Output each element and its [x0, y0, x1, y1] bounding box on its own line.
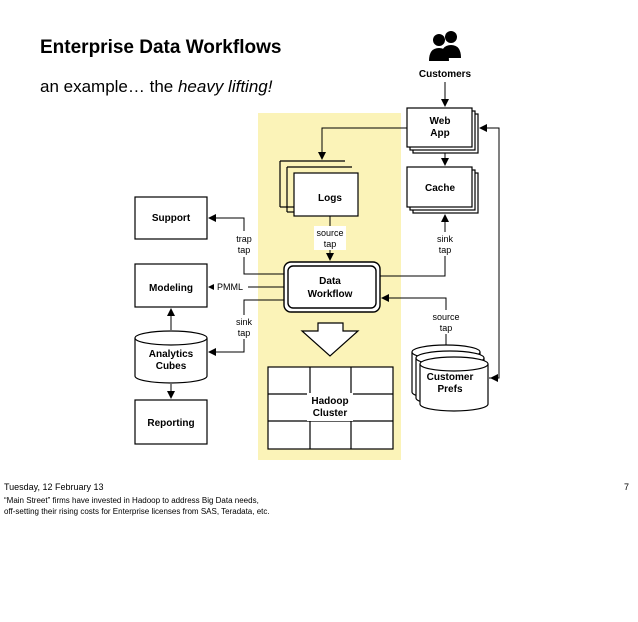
block-down-arrow	[300, 322, 360, 357]
speaker-note-line-1: “Main Street” firms have invested in Had…	[4, 496, 259, 505]
source-tap-prefs-label-1: source	[432, 312, 459, 322]
web-app-label-2: App	[430, 128, 449, 139]
analytics-cubes-label-2: Cubes	[156, 361, 187, 372]
web-app-label-1: Web	[430, 116, 451, 127]
trap-tap-label-1: trap	[236, 234, 252, 244]
logs-label: Logs	[318, 193, 342, 204]
speaker-note-line-2: off-setting their rising costs for Enter…	[4, 507, 270, 516]
analytics-cubes-cylinder	[134, 330, 208, 384]
cache-label: Cache	[425, 183, 455, 194]
cache-box	[406, 166, 479, 214]
analytics-cubes-label-1: Analytics	[149, 349, 194, 360]
source-tap-logs-label-1: source	[316, 228, 343, 238]
customers-icon	[429, 31, 461, 61]
slide-subtitle: an example… the heavy lifting!	[40, 77, 272, 97]
customer-prefs-label-1: Customer	[427, 372, 474, 383]
subtitle-prefix: an example… the	[40, 77, 178, 96]
source-tap-prefs-bg	[430, 310, 462, 334]
source-tap-logs-label-2: tap	[324, 239, 337, 249]
sink-tap-modeling-label-2: tap	[238, 328, 251, 338]
trap-tap-label-2: tap	[238, 245, 251, 255]
support-label: Support	[152, 213, 191, 224]
web-app-box	[406, 107, 479, 154]
source-tap-prefs-label-2: tap	[440, 323, 453, 333]
slide-title: Enterprise Data Workflows	[40, 37, 282, 58]
pmml-bg	[214, 281, 246, 293]
page-number: 7	[624, 482, 630, 492]
subtitle-emphasis: heavy lifting!	[177, 77, 273, 96]
sink-tap-cache-label-2: tap	[439, 245, 452, 255]
sink-tap-cache-bg	[433, 232, 457, 256]
footer-date: Tuesday, 12 February 13	[4, 482, 104, 492]
hadoop-cluster-label-1: Hadoop	[311, 396, 348, 407]
customer-prefs-cylinders	[411, 344, 489, 412]
reporting-label: Reporting	[147, 418, 194, 429]
customer-prefs-label-2: Prefs	[437, 384, 462, 395]
reporting-box	[134, 399, 208, 445]
speaker-notes: “Main Street” firms have invested in Had…	[4, 495, 424, 517]
data-workflow-label-2: Workflow	[308, 289, 353, 300]
modeling-label: Modeling	[149, 283, 193, 294]
logs-stack	[279, 160, 359, 217]
sink-tap-modeling-label-1: sink	[236, 317, 253, 327]
sink-tap-cache-label-1: sink	[437, 234, 454, 244]
modeling-box	[134, 263, 208, 308]
source-tap-logs-bg	[314, 226, 346, 250]
workflow-diagram: Customers Web App Cache Logs S	[134, 31, 500, 460]
slide: Enterprise Data Workflows an example… th…	[40, 31, 500, 460]
support-box	[134, 196, 208, 240]
data-workflow-box	[283, 261, 381, 313]
hadoop-cluster-label-bg	[307, 393, 353, 421]
hadoop-cluster-label-2: Cluster	[313, 408, 348, 419]
trap-tap-bg	[232, 231, 256, 257]
customers-label: Customers	[419, 69, 472, 80]
data-workflow-label-1: Data	[319, 276, 341, 287]
pmml-label: PMML	[217, 282, 243, 292]
sink-tap-modeling-bg	[232, 315, 256, 339]
